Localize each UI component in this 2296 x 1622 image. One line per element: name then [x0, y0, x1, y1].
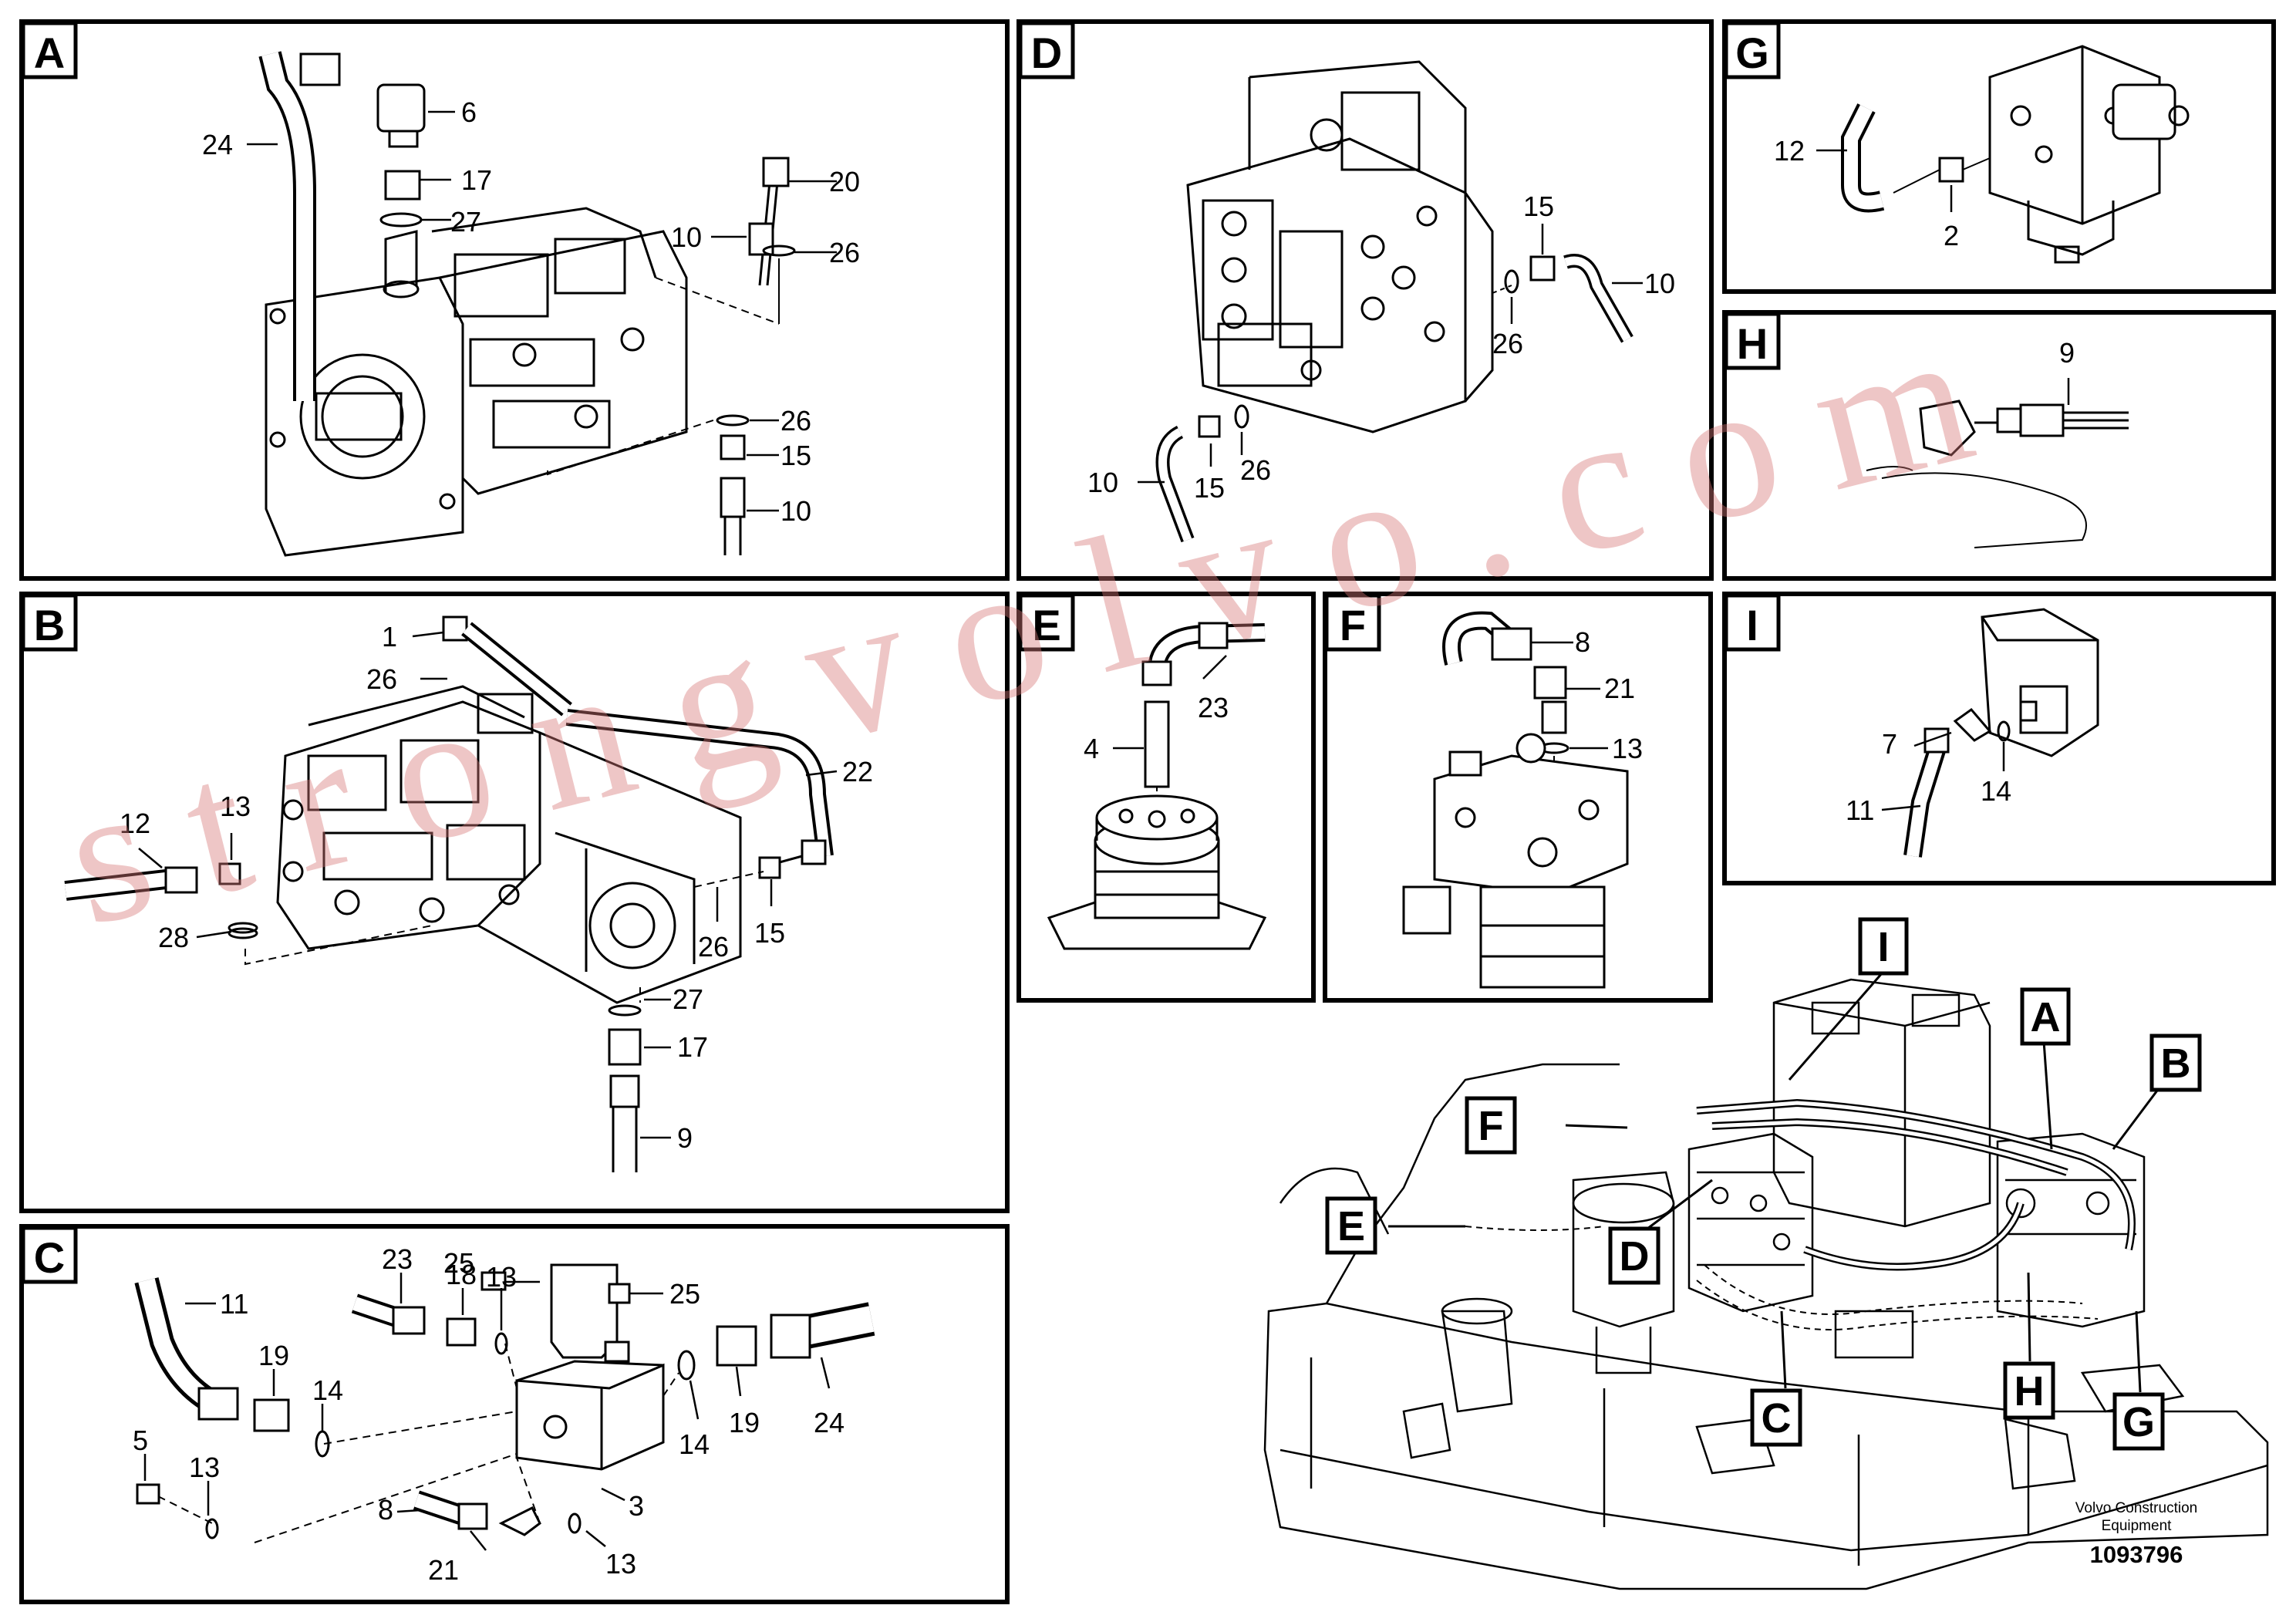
callout-c-23: 23: [382, 1243, 413, 1275]
panel-letter-c: C: [34, 1233, 65, 1282]
callout-e-23: 23: [1198, 692, 1229, 723]
callout-c-19-right: 19: [729, 1407, 760, 1438]
panel-c: C: [19, 1224, 1010, 1604]
overview-callout-d: D: [1620, 1233, 1650, 1280]
panel-letter-g: G: [1735, 29, 1769, 77]
callout-b-17: 17: [677, 1031, 708, 1063]
panel-d: D 15 10 26 1: [1017, 19, 1714, 581]
overview-callout-c: C: [1762, 1395, 1792, 1442]
panel-f: F 8 21 13: [1323, 592, 1713, 1003]
callout-a-27: 27: [450, 206, 481, 238]
callout-b-12: 12: [120, 808, 150, 839]
callout-b-9: 9: [677, 1122, 693, 1154]
callout-c-5: 5: [133, 1425, 148, 1456]
overview-callout-i: I: [1877, 924, 1889, 970]
callout-b-28: 28: [158, 922, 189, 953]
panel-letter-d: D: [1031, 29, 1062, 77]
overview-callout-b: B: [2161, 1040, 2191, 1087]
callout-d-26-top: 26: [1492, 328, 1523, 359]
callout-c-25-left: 25: [443, 1247, 474, 1279]
callout-c-24: 24: [814, 1407, 845, 1438]
callout-c-11: 11: [220, 1288, 248, 1320]
callout-b-15: 15: [754, 917, 785, 949]
panel-g: G 12 2: [1722, 19, 2276, 294]
callout-c-3: 3: [629, 1490, 644, 1522]
callout-d-10-right: 10: [1644, 268, 1675, 299]
company-line-1: Volvo Construction: [2075, 1500, 2198, 1516]
panel-letter-b: B: [34, 601, 65, 649]
callout-a-15: 15: [781, 440, 811, 471]
callout-f-13: 13: [1612, 733, 1643, 764]
panel-h: H 9: [1722, 310, 2276, 581]
callout-c-13-bottom: 13: [605, 1548, 636, 1580]
callout-g-12: 12: [1774, 135, 1805, 167]
company-name: Volvo Construction Equipment: [2005, 1499, 2267, 1535]
callout-d-26-bottom: 26: [1240, 454, 1271, 486]
callout-a-17: 17: [461, 164, 492, 196]
company-line-2: Equipment: [2101, 1518, 2172, 1534]
overview-callout-h: H: [2014, 1368, 2045, 1415]
callout-a-6: 6: [461, 96, 477, 128]
callout-a-20: 20: [829, 166, 860, 197]
panel-letter-h: H: [1737, 319, 1768, 368]
panel-e: E 23 4: [1017, 592, 1316, 1003]
callout-c-13-left: 13: [189, 1452, 220, 1483]
panel-i: I 7 14 11: [1722, 592, 2276, 885]
callout-f-8: 8: [1575, 626, 1590, 658]
callout-b-26-right: 26: [698, 931, 729, 963]
callout-c-18: 18: [446, 1259, 477, 1290]
callout-e-4: 4: [1084, 733, 1099, 764]
panel-a: A: [19, 19, 1010, 581]
callout-d-15-bottom: 15: [1194, 472, 1225, 504]
callout-c-13-top: 13: [486, 1261, 517, 1293]
overview-callout-e: E: [1337, 1203, 1365, 1249]
callout-c-14-left: 14: [312, 1374, 343, 1406]
document-number: 1093796: [2089, 1541, 2183, 1568]
overview-callout-g: G: [2122, 1399, 2155, 1445]
callout-a-26-top: 26: [829, 237, 860, 268]
overview-callout-f: F: [1478, 1103, 1504, 1149]
callout-b-26-top: 26: [366, 663, 397, 695]
machine-overview: I A B F E D C H G: [1263, 917, 2269, 1590]
callout-i-11: 11: [1846, 794, 1874, 826]
callout-a-10-bottom: 10: [781, 495, 811, 527]
callout-c-14-right: 14: [679, 1428, 710, 1460]
callout-c-25-right: 25: [669, 1278, 700, 1310]
panel-letter-i: I: [1746, 601, 1758, 649]
callout-i-14: 14: [1981, 775, 2011, 807]
callout-d-10-left: 10: [1087, 467, 1118, 498]
panel-letter-a: A: [34, 29, 65, 77]
panel-b: B: [19, 592, 1010, 1213]
callout-b-1: 1: [382, 621, 397, 653]
panel-letter-e: E: [1032, 601, 1060, 649]
callout-f-21: 21: [1604, 673, 1635, 704]
callout-a-24: 24: [202, 129, 233, 160]
callout-c-8: 8: [378, 1494, 393, 1526]
callout-a-10-top: 10: [671, 221, 702, 253]
callout-h-9: 9: [2059, 337, 2075, 369]
callout-b-27: 27: [673, 983, 703, 1015]
panel-letter-f: F: [1340, 601, 1366, 649]
callout-b-13: 13: [220, 791, 251, 822]
overview-callout-a: A: [2031, 994, 2061, 1040]
callout-i-7: 7: [1882, 728, 1897, 760]
callout-c-21: 21: [428, 1554, 459, 1586]
callout-g-2: 2: [1944, 220, 1959, 251]
callout-c-19-left: 19: [258, 1340, 289, 1371]
callout-b-22: 22: [842, 756, 873, 787]
callout-d-15-top: 15: [1523, 191, 1554, 222]
callout-a-26-bottom: 26: [781, 405, 811, 437]
